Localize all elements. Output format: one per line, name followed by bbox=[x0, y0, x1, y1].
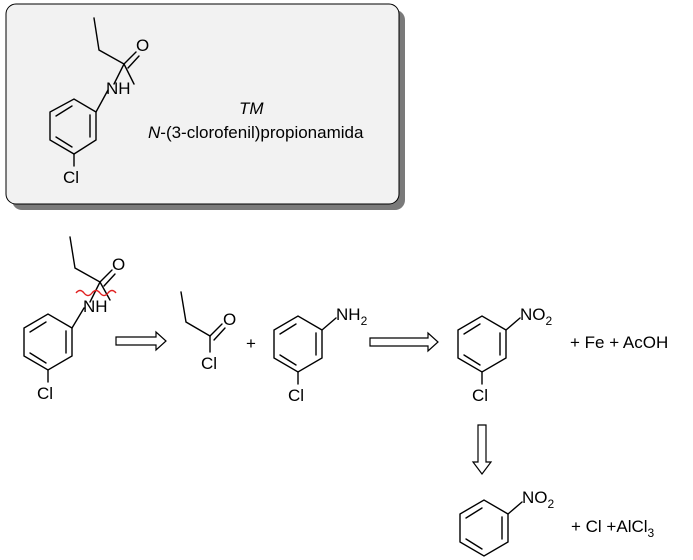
plus-sign: + bbox=[246, 334, 256, 353]
compound-name-rest: -(3-clorofenil)propionamida bbox=[160, 123, 364, 142]
compound-name: N-(3-clorofenil)propionamida bbox=[148, 123, 364, 142]
acyl-atom-o: O bbox=[223, 310, 236, 329]
aniline-nh2: NH2 bbox=[336, 305, 368, 328]
nitrobenzene-sub: 2 bbox=[548, 497, 555, 511]
acyl-atom-cl: Cl bbox=[201, 354, 217, 373]
retro-arrow-3 bbox=[471, 424, 493, 475]
target-box: O NH Cl TM N-(3-clorofenil)propionamida bbox=[5, 3, 405, 210]
nitrobenzene-no2: NO2 bbox=[522, 488, 555, 511]
retro-molecule-target bbox=[23, 236, 117, 383]
atom-o: O bbox=[136, 36, 149, 55]
nitrobenzene bbox=[459, 499, 523, 557]
tm-label: TM bbox=[239, 99, 264, 118]
retro-arrow-2 bbox=[369, 331, 439, 353]
acyl-chloride bbox=[180, 291, 226, 353]
box-frame bbox=[5, 3, 400, 205]
retro-atom-o: O bbox=[112, 255, 125, 274]
reagents-reduction: + Fe + AcOH bbox=[570, 333, 668, 352]
chloronitrobenzene bbox=[457, 315, 521, 385]
retro-arrow-1 bbox=[115, 330, 167, 352]
retro-atom-cl: Cl bbox=[37, 384, 53, 403]
atom-cl: Cl bbox=[63, 168, 79, 187]
reagents-chlorination-sub: 3 bbox=[648, 526, 655, 540]
chloroaniline bbox=[273, 315, 337, 385]
atom-nh: NH bbox=[106, 79, 131, 98]
nitro-cl: Cl bbox=[472, 386, 488, 405]
aniline-sub: 2 bbox=[361, 314, 368, 328]
nitrobenzene-no: NO bbox=[522, 488, 548, 507]
reagents-chlorination: + Cl +AlCl3 bbox=[571, 517, 655, 540]
disconnection-wavy-line bbox=[75, 289, 117, 297]
nitro-no: NO bbox=[520, 305, 546, 324]
compound-name-prefix: N bbox=[148, 123, 161, 142]
aniline-nh: NH bbox=[336, 305, 361, 324]
aniline-cl: Cl bbox=[288, 386, 304, 405]
reagents-chlorination-text: + Cl +AlCl bbox=[571, 517, 648, 536]
nitro-no2: NO2 bbox=[520, 305, 553, 328]
target-molecule bbox=[49, 17, 140, 167]
nitro-sub: 2 bbox=[546, 314, 553, 328]
retro-atom-nh: NH bbox=[83, 297, 108, 316]
